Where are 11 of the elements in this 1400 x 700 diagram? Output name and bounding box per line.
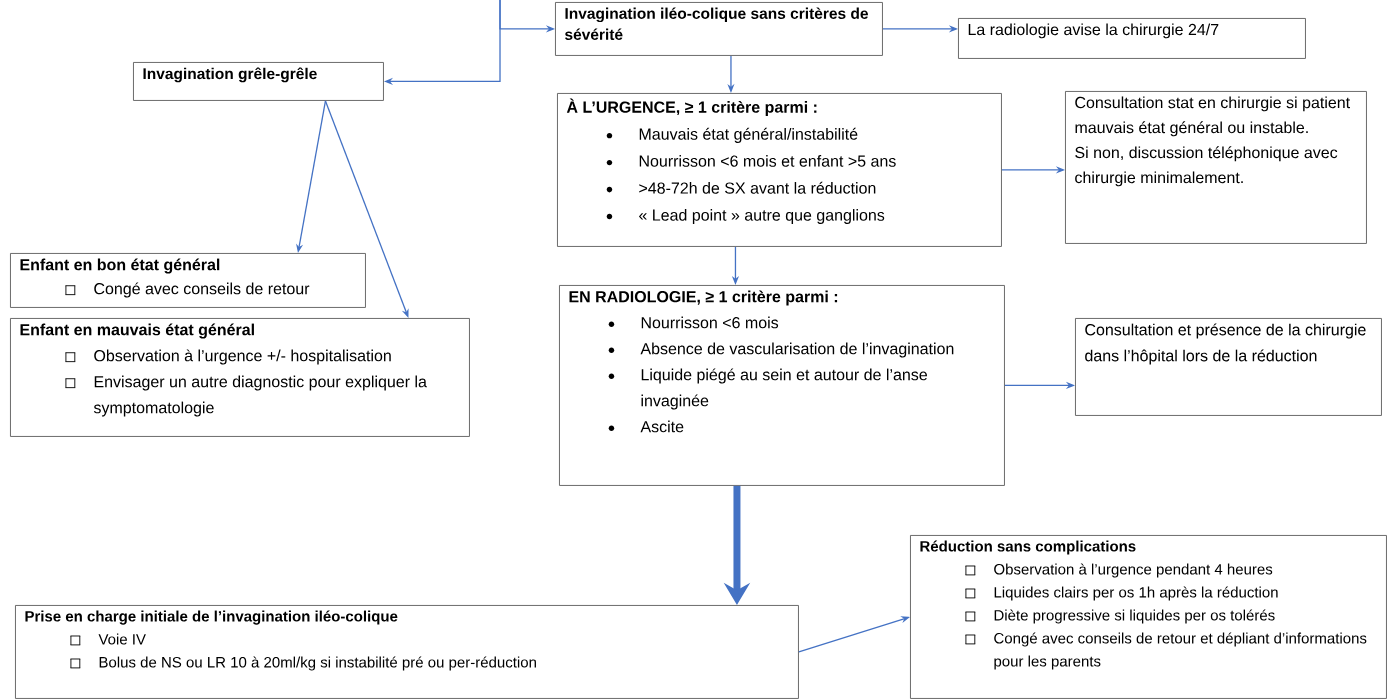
process-box: La radiologie avise la chirurgie 24/7 xyxy=(958,18,1306,59)
process-box: Consultation et présence de la chirurgie dans l’hôpital lors de la réduction xyxy=(1075,318,1382,416)
process-box: Enfant en mauvais état général Observation à l’urgence +/- hospitalisation Envisager un autre diagnostic pour expliquer la symptomatologie xyxy=(10,318,470,437)
process-box: Prise en charge initiale de l’invagination iléo-colique Voie IV Bolus de NS ou LR 10 à 20ml/kg si instabilité pré ou per-réduction xyxy=(15,605,799,699)
process-box: Consultation stat en chirurgie si patient mauvais état général ou instable. Si non, discussion téléphonique avec chirurgie minimalement. xyxy=(1065,91,1367,244)
process-box: Invagination iléo-colique sans critères de sévérité xyxy=(555,2,883,56)
process-box: À L’URGENCE, ≥ 1 critère parmi : Mauvais état général/instabilité Nourrisson <6 mois et enfant >5 ans >48-72h de SX avant la réduction « Lead point » autre que ganglions xyxy=(557,93,1002,247)
process-box: EN RADIOLOGIE, ≥ 1 critère parmi : Nourrisson <6 mois Absence de vascularisation de l’invagination Liquide piégé au sein et autour de l’anse invaginée Ascite xyxy=(559,285,1005,486)
process-box: Enfant en bon état général Congé avec conseils de retour xyxy=(10,253,366,308)
process-box: Invagination grêle-grêle xyxy=(133,62,384,101)
process-box: Réduction sans complications Observation à l’urgence pendant 4 heures Liquides clairs per os 1h après la réduction Diète progressive si liquides per os tolérés Congé avec conseils de retour et dépliant d’informations pour les parents xyxy=(910,535,1387,699)
